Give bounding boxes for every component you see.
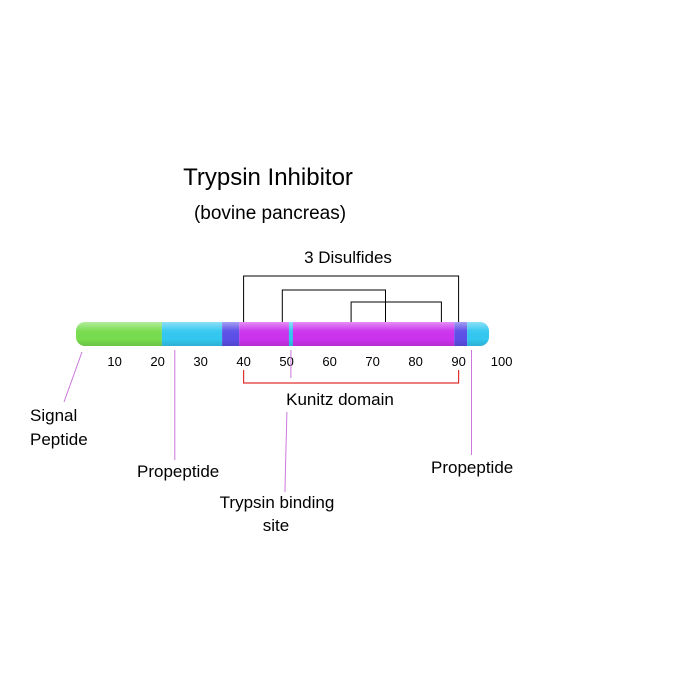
- binding-site-callout: [284, 350, 292, 493]
- kunitz-domain-bracket: [243, 370, 460, 384]
- binding-site-label-line1: Trypsin binding: [220, 493, 335, 512]
- tick-label-50: 50: [279, 354, 293, 369]
- disulfides-label: 3 Disulfides: [304, 248, 392, 267]
- tick-label-100: 100: [491, 354, 513, 369]
- binding-site-label-line2: site: [263, 516, 289, 535]
- callout-lines: [63, 350, 472, 493]
- tick-label-60: 60: [322, 354, 336, 369]
- tick-label-90: 90: [451, 354, 465, 369]
- disulfide-bonds: [243, 275, 460, 322]
- propeptide-left-label: Propeptide: [137, 462, 219, 481]
- tick-label-20: 20: [150, 354, 164, 369]
- disulfide-bond-40-90: [243, 275, 460, 322]
- sequence-bar-shine: [76, 322, 489, 346]
- disulfide-bond-65-86: [350, 301, 442, 322]
- kunitz-domain-label: Kunitz domain: [286, 390, 394, 409]
- tick-label-40: 40: [236, 354, 250, 369]
- diagram-title: Trypsin Inhibitor: [183, 164, 353, 191]
- signal-peptide-label-line2: Peptide: [30, 430, 88, 449]
- tick-label-10: 10: [107, 354, 121, 369]
- tick-label-70: 70: [365, 354, 379, 369]
- signal-peptide-label-line1: Signal: [30, 406, 77, 425]
- diagram-subtitle: (bovine pancreas): [194, 203, 346, 224]
- residue-axis: 10 20 30 40 50 60 70 80 90 100: [107, 354, 512, 369]
- tick-label-30: 30: [193, 354, 207, 369]
- signal-peptide-callout: [63, 351, 83, 403]
- propeptide-right-label: Propeptide: [431, 458, 513, 477]
- kunitz-domain-bracket-line: [243, 370, 460, 384]
- tick-label-80: 80: [408, 354, 422, 369]
- disulfide-bond-49-73: [281, 289, 386, 322]
